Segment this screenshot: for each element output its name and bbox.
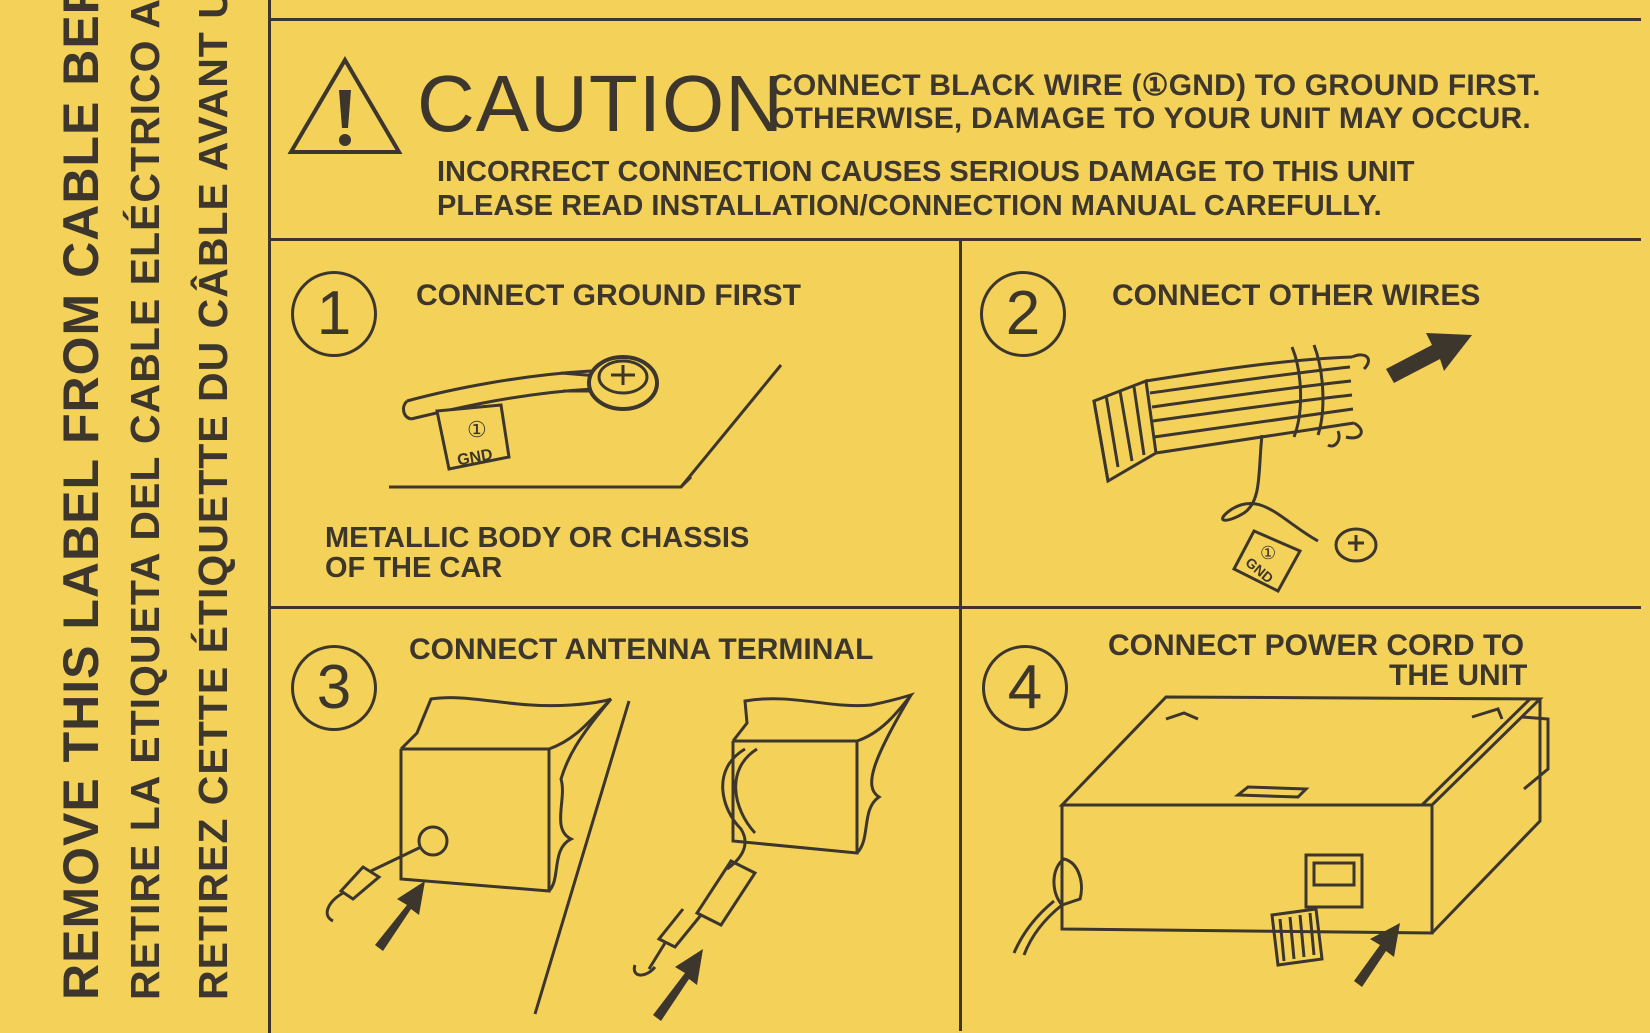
- instructions-main: CAUTION CONNECT BLACK WIRE (①GND) TO GRO…: [271, 20, 1641, 1031]
- step-3-panel: 3 CONNECT ANTENNA TERMINAL: [271, 609, 959, 1021]
- ground-connection-illustration: ① GND: [389, 355, 783, 489]
- arrow-icon: [1354, 923, 1400, 987]
- step-4-title-line-2: THE UNIT: [1389, 659, 1528, 692]
- wire-harness-illustration: ① GND: [1092, 333, 1472, 593]
- caution-line-4: PLEASE READ INSTALLATION/CONNECTION MANU…: [437, 190, 1382, 222]
- step-1-panel: 1 CONNECT GROUND FIRST: [271, 241, 959, 606]
- step-1-title: CONNECT GROUND FIRST: [416, 279, 801, 312]
- ground-screw-icon: [1334, 527, 1378, 563]
- step-1-caption-line-1: METALLIC BODY OR CHASSIS: [325, 522, 750, 554]
- svg-text:①: ①: [1260, 543, 1276, 563]
- ground-screw-icon: [587, 355, 659, 411]
- arrow-icon: [1386, 333, 1472, 383]
- gnd-tag-icon: ① GND: [1231, 529, 1303, 593]
- arrow-icon: [375, 881, 425, 951]
- power-cord-illustration: [1012, 695, 1550, 987]
- step-2-panel: 2 CONNECT OTHER WIRES: [962, 241, 1641, 606]
- step-3-number: 3: [291, 645, 377, 731]
- step-1-number: 1: [291, 271, 377, 357]
- step-1-caption-line-2: OF THE CAR: [325, 552, 503, 584]
- gnd-tag-icon: ① GND: [435, 403, 511, 471]
- caution-line-2: OTHERWISE, DAMAGE TO YOUR UNIT MAY OCCUR…: [771, 102, 1531, 135]
- horizontal-divider: [271, 606, 1641, 609]
- remove-label-english: REMOVE THIS LABEL FROM CABLE BEFORE USE.: [53, 0, 109, 1000]
- side-removal-instructions: REMOVE THIS LABEL FROM CABLE BEFORE USE.…: [0, 0, 271, 1033]
- remove-label-spanish: RETIRE LA ETIQUETA DEL CABLE ELÉCTRICO A…: [122, 0, 168, 1000]
- svg-text:GND: GND: [456, 446, 494, 469]
- step-4-panel: 4 CONNECT POWER CORD TO THE UNIT: [962, 609, 1641, 1021]
- step-2-title: CONNECT OTHER WIRES: [1112, 279, 1481, 312]
- steps-grid: 1 CONNECT GROUND FIRST: [271, 241, 1641, 1031]
- caution-heading: CAUTION: [417, 59, 784, 148]
- arrow-icon: [653, 949, 703, 1021]
- caution-line-1: CONNECT BLACK WIRE (①GND) TO GROUND FIRS…: [771, 69, 1541, 102]
- antenna-connection-illustration: [325, 692, 916, 1021]
- warning-triangle-icon: [287, 56, 403, 154]
- step-2-number: 2: [980, 271, 1066, 357]
- vertical-divider: [959, 241, 962, 1031]
- caution-header: CAUTION CONNECT BLACK WIRE (①GND) TO GRO…: [271, 20, 1641, 241]
- svg-text:①: ①: [467, 417, 487, 442]
- step-4-number: 4: [982, 645, 1068, 731]
- caution-line-3: INCORRECT CONNECTION CAUSES SERIOUS DAMA…: [437, 156, 1415, 188]
- step-3-title: CONNECT ANTENNA TERMINAL: [409, 633, 874, 666]
- remove-label-french: RETIREZ CETTE ÉTIQUETTE DU CÂBLE AVANT U…: [190, 0, 236, 1000]
- step-4-title-line-1: CONNECT POWER CORD TO: [1108, 629, 1525, 662]
- top-rule: [271, 18, 1641, 21]
